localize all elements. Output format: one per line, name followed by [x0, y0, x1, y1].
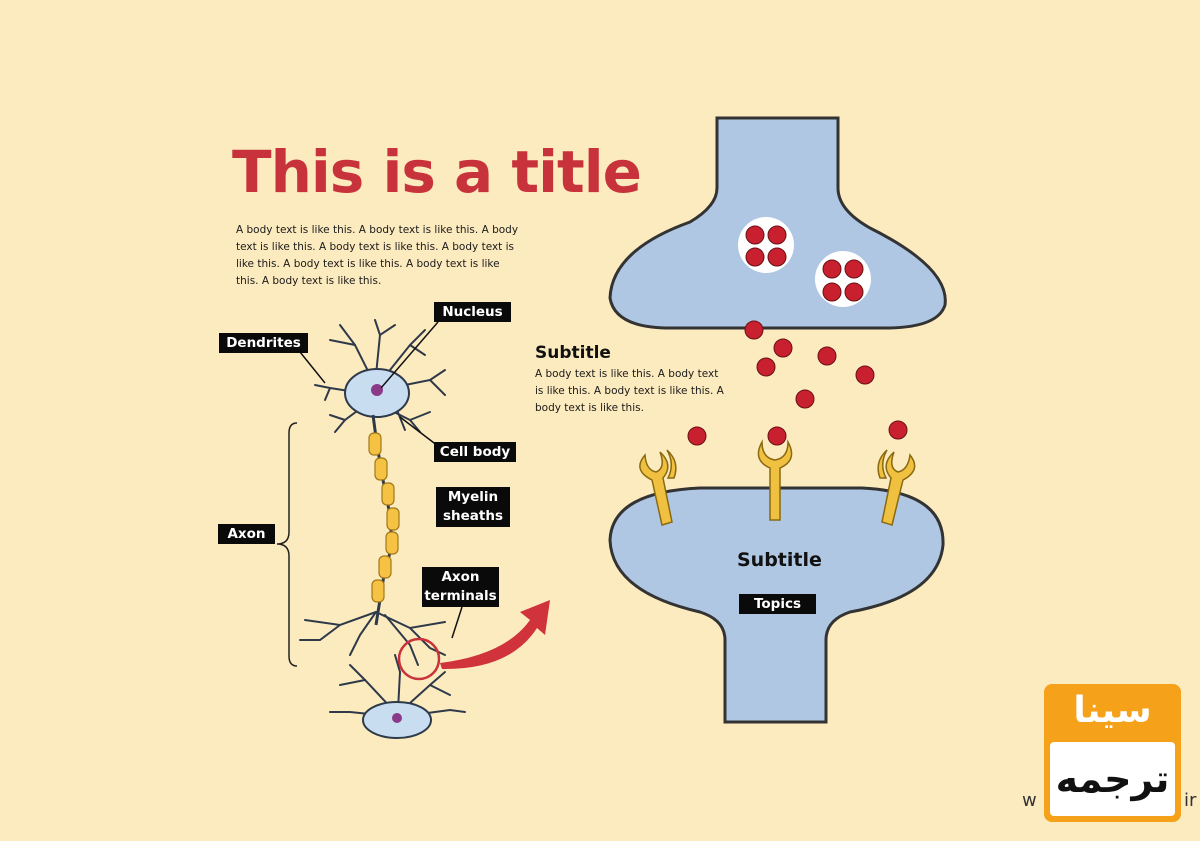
lower-nucleus	[392, 713, 402, 723]
watermark-logo: سینا ترجمه	[1044, 684, 1181, 822]
section-subtitle: Subtitle	[535, 343, 611, 363]
label-leaders	[299, 321, 463, 639]
watermark-bottom-text: ترجمه	[1050, 742, 1175, 816]
synapse-highlight-circle	[397, 637, 441, 681]
page-title: This is a title	[232, 138, 642, 206]
watermark-left-fragment: w	[1022, 790, 1037, 811]
label-myelin-sheaths: Myelin sheaths	[436, 487, 510, 527]
label-cell-body: Cell body	[434, 442, 516, 462]
red-arrow	[440, 600, 550, 670]
label-nucleus: Nucleus	[434, 302, 511, 322]
watermark-right-fragment: ir	[1184, 790, 1197, 811]
myelin-sheaths	[368, 432, 400, 603]
watermark-top-text: سینا	[1073, 690, 1152, 731]
released-neurotransmitters	[687, 320, 908, 446]
vesicle-neurotransmitters	[745, 225, 864, 302]
receptors	[639, 439, 916, 526]
label-axon: Axon	[218, 524, 275, 544]
synapse-subtitle: Subtitle	[737, 549, 822, 571]
intro-body-text: A body text is like this. A body text is…	[236, 224, 519, 287]
section-body-text: A body text is like this. A body text is…	[535, 368, 724, 414]
label-dendrites: Dendrites	[219, 333, 308, 353]
axon-bracket	[276, 422, 298, 667]
label-topics: Topics	[739, 594, 816, 614]
nucleus	[371, 384, 383, 396]
axon-terminals	[299, 611, 446, 666]
label-axon-terminals: Axon terminals	[422, 567, 499, 607]
lower-neuron-dendrites	[329, 654, 466, 717]
